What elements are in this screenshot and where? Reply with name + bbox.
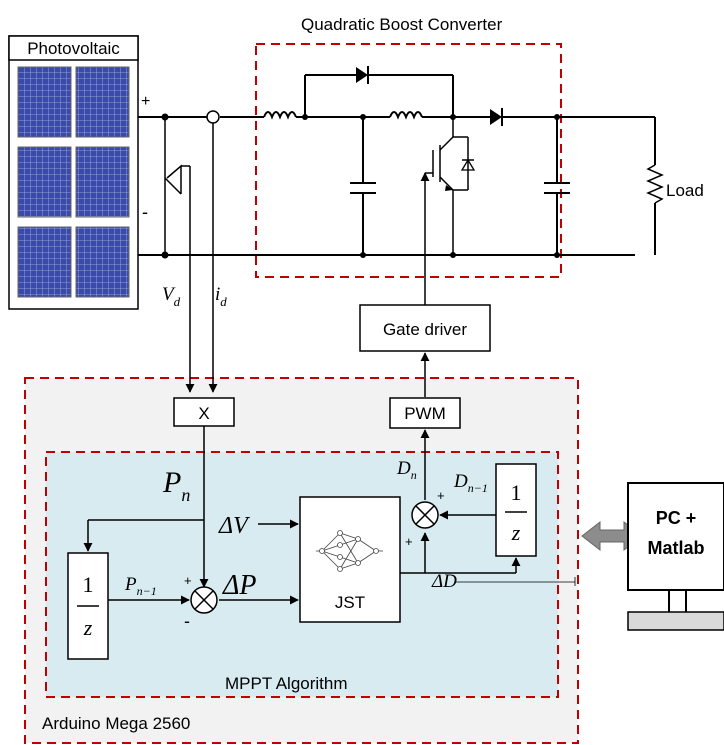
igbt-switch-icon bbox=[432, 117, 476, 258]
pwm-label: PWM bbox=[404, 404, 446, 423]
diode-2-icon bbox=[490, 109, 502, 125]
diode-1-icon bbox=[356, 67, 368, 83]
multiplier-block: X bbox=[173, 397, 235, 427]
jst-block: JST bbox=[299, 496, 401, 623]
pwm-block: PWM bbox=[389, 397, 461, 429]
pv-minus-sign: - bbox=[142, 202, 148, 222]
multiplier-label: X bbox=[198, 404, 209, 423]
pc-label-line2: Matlab bbox=[647, 538, 704, 558]
vd-label: Vd bbox=[162, 284, 181, 309]
pn-label: Pn bbox=[162, 466, 190, 505]
pv-cell bbox=[75, 66, 130, 138]
delay-numerator: 1 bbox=[511, 480, 522, 505]
neural-network-icon bbox=[316, 530, 383, 572]
pv-cell bbox=[75, 226, 130, 298]
pn1-label: Pn−1 bbox=[124, 574, 157, 598]
converter-region: Quadratic Boost Converter bbox=[255, 15, 562, 278]
summer1-minus: - bbox=[184, 611, 190, 631]
load-resistor-icon bbox=[646, 164, 664, 204]
gate-driver-block: Gate driver bbox=[359, 304, 491, 352]
delay-denominator: z bbox=[511, 520, 521, 545]
inductor-1-icon bbox=[263, 111, 297, 120]
delay-block-2: 1 z bbox=[495, 463, 537, 557]
dn1-label: Dn−1 bbox=[453, 471, 488, 495]
delay-numerator: 1 bbox=[83, 572, 94, 597]
current-sensor-icon bbox=[206, 110, 220, 124]
summer2-plus-bottom: + bbox=[405, 534, 413, 549]
load-label: Load bbox=[666, 181, 704, 200]
gate-driver-label: Gate driver bbox=[383, 320, 467, 339]
pv-cell bbox=[17, 226, 72, 298]
mppt-label: MPPT Algorithm bbox=[225, 674, 348, 693]
arduino-label: Arduino Mega 2560 bbox=[42, 714, 190, 733]
jst-label: JST bbox=[335, 593, 365, 612]
inductor-2-icon bbox=[389, 111, 423, 120]
dd-label: ΔD bbox=[431, 571, 457, 592]
power-wiring bbox=[138, 66, 664, 393]
mppt-region: MPPT Algorithm bbox=[45, 451, 559, 698]
pv-cell bbox=[75, 146, 130, 218]
summing-junction-1 bbox=[190, 586, 218, 614]
pv-cell bbox=[17, 66, 72, 138]
summer1-plus: + bbox=[184, 573, 192, 588]
dp-label: ΔP bbox=[222, 570, 257, 601]
pc-label-line1: PC + bbox=[656, 508, 697, 528]
summing-junction-2 bbox=[411, 501, 439, 529]
delay-denominator: z bbox=[83, 615, 93, 640]
id-label: id bbox=[215, 284, 227, 309]
pv-plus-sign: + bbox=[141, 93, 150, 110]
dv-label: ΔV bbox=[218, 513, 250, 539]
summer2-plus-top: + bbox=[437, 488, 445, 503]
pc-monitor-icon: PC + Matlab bbox=[627, 482, 724, 631]
mppt-signal-flow bbox=[83, 426, 576, 605]
pv-panel: Photovoltaic bbox=[8, 35, 139, 310]
pv-cell bbox=[17, 146, 72, 218]
delay-block-1: 1 z bbox=[67, 552, 109, 660]
dn-label: Dn bbox=[396, 458, 417, 482]
pv-title: Photovoltaic bbox=[27, 39, 120, 58]
converter-title: Quadratic Boost Converter bbox=[301, 15, 503, 34]
